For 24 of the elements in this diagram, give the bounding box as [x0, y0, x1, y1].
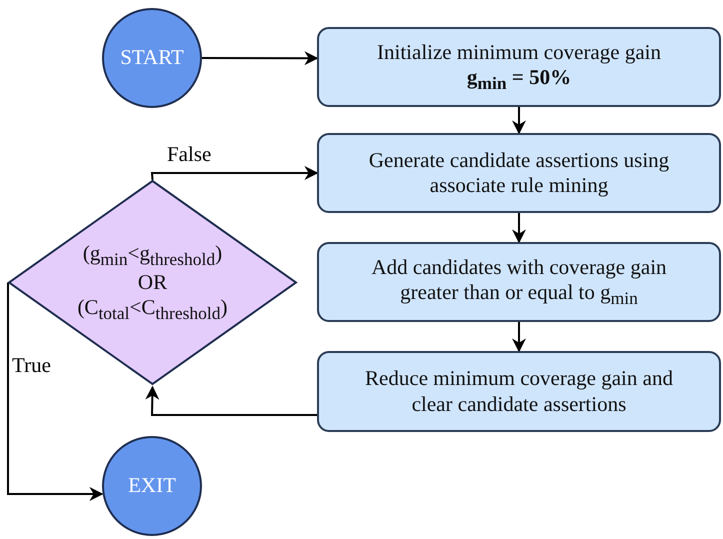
- arrow: [512, 213, 526, 244]
- node-text: OR: [136, 270, 168, 296]
- node-text: START: [119, 45, 185, 71]
- terminal-circle: [102, 436, 202, 536]
- terminal-circle: [102, 8, 202, 108]
- arrow: [150, 166, 318, 180]
- arrow: [512, 107, 526, 134]
- process-box: [317, 27, 721, 107]
- node-text: EXIT: [127, 473, 177, 499]
- node-text: Reduce minimum coverage gain and clear candidate assertions: [364, 366, 674, 417]
- arrow: [7, 282, 104, 501]
- node-text: Generate candidate assertions using associate rule mining: [368, 148, 670, 198]
- node-text: (C$_{total}$<C$_{threshold}$): [76, 295, 229, 324]
- process-box: [317, 351, 721, 432]
- arrow: [145, 386, 317, 416]
- decision-diamond: [8, 180, 297, 385]
- node-text: g$_{min}$ = 50%: [466, 65, 572, 94]
- arrow: [512, 322, 526, 352]
- node-text: (g$_{min}$<g$_{threshold}$): [82, 240, 224, 270]
- node-text: Add candidates with coverage gain greater than or equal to g$_{min}$: [370, 254, 668, 310]
- node-text: Initialize minimum coverage gain: [376, 40, 662, 65]
- arrow: [202, 51, 318, 66]
- process-box: [317, 242, 721, 322]
- process-box: [317, 133, 721, 213]
